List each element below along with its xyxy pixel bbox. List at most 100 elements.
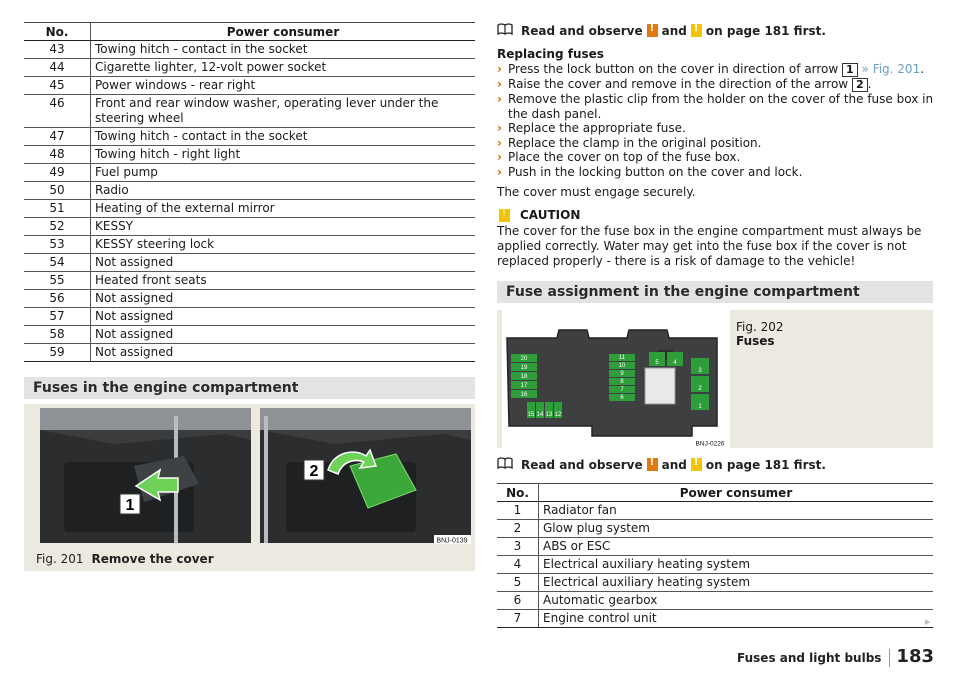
fuse-label: 6: [620, 395, 624, 401]
power-consumer: Not assigned: [90, 343, 475, 362]
step-2: › Raise the cover and remove in the dire…: [497, 77, 872, 92]
fuse-label: 5: [655, 360, 659, 366]
power-consumer: Heated front seats: [90, 271, 475, 290]
fuse-number: 7: [497, 609, 539, 628]
caution-icon: !: [499, 208, 510, 222]
fuse-number: 54: [24, 253, 91, 272]
step-5: › Replace the clamp in the original posi…: [497, 136, 937, 151]
read-observe-and: and: [661, 457, 687, 472]
fuse-label: 13: [546, 412, 553, 418]
figure-202-caption: Fig. 202 Fuses: [736, 320, 784, 348]
fuse-label: 7: [620, 387, 624, 393]
fuse-number: 57: [24, 307, 91, 326]
power-consumer: Radio: [90, 181, 475, 200]
fuse-label: 16: [521, 392, 528, 398]
power-consumer: Electrical auxiliary heating system: [538, 555, 933, 574]
fuse-number: 53: [24, 235, 91, 254]
fuse-slot: [511, 381, 537, 389]
power-consumer: Power windows - rear right: [90, 76, 475, 95]
key-2: 2: [851, 78, 868, 92]
step-2-text: Raise the cover and remove in the direct…: [508, 77, 849, 91]
fuse-label: 11: [619, 355, 626, 361]
figure-201-link[interactable]: » Fig. 201: [861, 62, 921, 76]
fuse-slot: [527, 402, 535, 418]
figure-202-number: Fig. 202: [736, 320, 784, 334]
chevron-right-icon: ›: [497, 150, 502, 164]
read-observe-text: Read and observe: [521, 23, 643, 38]
column-header-no: No.: [24, 22, 91, 41]
chevron-right-icon: ›: [497, 165, 502, 179]
key-1: 1: [842, 63, 858, 77]
power-consumer: Glow plug system: [538, 519, 933, 538]
fuse-slot: [545, 402, 553, 418]
step-1-text: Press the lock button on the cover in di…: [508, 62, 839, 76]
fuse-number: 46: [24, 94, 91, 128]
fuse-slot: [691, 376, 709, 392]
note-icon: !: [690, 457, 702, 471]
step-6: › Place the cover on top of the fuse box…: [497, 150, 937, 165]
column-header-consumer: Power consumer: [90, 22, 475, 41]
step-5-text: Replace the clamp in the original positi…: [508, 136, 762, 150]
column-header-no: No.: [497, 483, 539, 502]
fuse-slot: [609, 362, 635, 369]
book-icon: [497, 23, 513, 38]
engine-photos: 1 2 BNJ-0139: [40, 408, 471, 545]
fuse-slot: [649, 352, 665, 366]
fuse-slot: [511, 363, 537, 371]
section-heading-fuses-engine: Fuses in the engine compartment: [24, 377, 475, 399]
warning-icon: !: [646, 23, 658, 37]
read-observe-suffix: on page 181 first.: [705, 457, 826, 472]
fuse-label: 10: [619, 363, 626, 369]
power-consumer: Radiator fan: [538, 501, 933, 520]
power-consumer: Towing hitch - contact in the socket: [90, 40, 475, 59]
fuse-label: 17: [521, 383, 528, 389]
fuse-slot: [609, 378, 635, 385]
fuse-slot: [511, 390, 537, 398]
figure-201-number: Fig. 201: [36, 552, 84, 566]
caution-text: The cover for the fuse box in the engine…: [497, 224, 922, 268]
note-icon: !: [690, 23, 702, 37]
fuse-number: 3: [497, 537, 539, 556]
fuse-label: 1: [698, 404, 702, 410]
photo-label-2: 2: [310, 463, 319, 480]
fuse-label: 8: [620, 379, 624, 385]
step-1: › Press the lock button on the cover in …: [497, 62, 925, 77]
power-consumer: Not assigned: [90, 307, 475, 326]
caution-heading: ! CAUTION: [497, 208, 580, 222]
fuse-number: 5: [497, 573, 539, 592]
chevron-right-icon: ›: [497, 136, 502, 150]
step-4: › Replace the appropriate fuse.: [497, 121, 937, 136]
fuse-number: 59: [24, 343, 91, 362]
power-consumer: Heating of the external mirror: [90, 199, 475, 218]
power-consumer: KESSY steering lock: [90, 235, 475, 254]
caution-title: CAUTION: [520, 208, 581, 222]
figure-code-201: BNJ-0139: [436, 538, 467, 545]
continue-arrow-icon: ▸: [925, 615, 931, 628]
power-consumer: Front and rear window washer, operating …: [90, 94, 475, 128]
read-observe-and: and: [661, 23, 687, 38]
fuse-slot: [511, 354, 537, 362]
fuse-label: 15: [528, 412, 535, 418]
step-6-text: Place the cover on top of the fuse box.: [508, 150, 741, 164]
figure-code-202: BNJ-0226: [696, 441, 725, 448]
fuse-number: 2: [497, 519, 539, 538]
read-observe-1: Read and observe ! and ! on page 181 fir…: [497, 23, 826, 38]
fuse-number: 44: [24, 58, 91, 77]
fuse-slot: [554, 402, 562, 418]
